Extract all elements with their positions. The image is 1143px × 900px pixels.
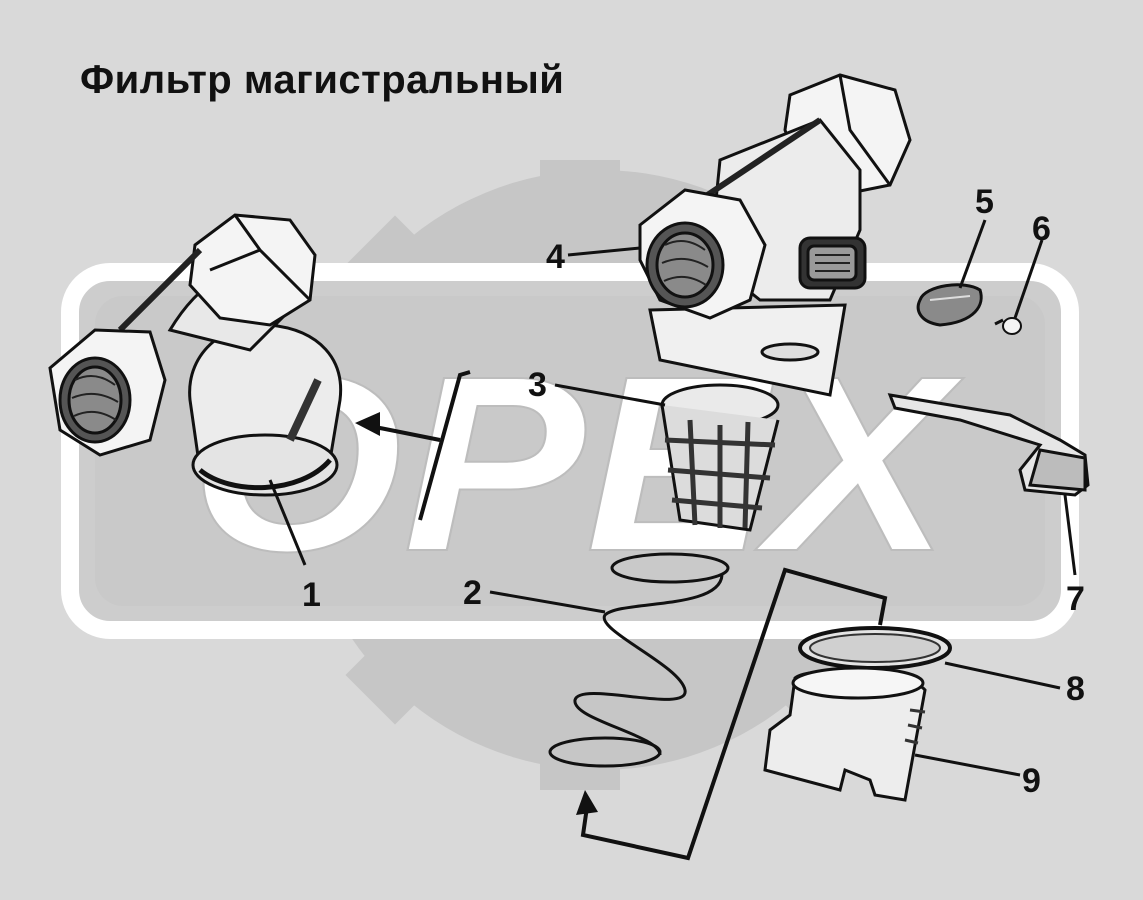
- leader-3: [554, 383, 666, 407]
- part-2-spring: [548, 552, 730, 768]
- flow-arrow-inlet: [355, 370, 471, 521]
- leader-8: [944, 661, 1061, 690]
- diagram-title: Фильтр магистральный: [80, 58, 565, 102]
- callout-8: 8: [1066, 670, 1085, 708]
- callout-4: 4: [546, 238, 565, 276]
- leader-5: [958, 219, 987, 289]
- callout-6: 6: [1032, 210, 1051, 248]
- leader-9: [914, 753, 1021, 777]
- flow-arrow-outlet: [576, 567, 888, 861]
- leader-1: [268, 479, 307, 566]
- part-4-upper-housing: [638, 73, 912, 397]
- leader-lines: [268, 219, 1077, 777]
- leader-2: [489, 590, 606, 614]
- part-7-drain-lever: [887, 393, 1090, 497]
- watermark-logo: OPEX: [61, 160, 1079, 790]
- part-1-lower-housing: [48, 213, 343, 497]
- part-8-sealing-ring: [798, 626, 952, 670]
- part-5-window-glass: [916, 283, 983, 327]
- leader-7: [1063, 494, 1077, 576]
- callout-9: 9: [1022, 762, 1041, 800]
- callout-3: 3: [528, 366, 547, 404]
- callout-5: 5: [975, 183, 994, 221]
- part-9-sediment-bowl: [763, 666, 927, 802]
- part-6-screw: [994, 317, 1022, 335]
- callout-1: 1: [302, 576, 321, 614]
- callout-2: 2: [463, 574, 482, 612]
- callout-7: 7: [1066, 580, 1085, 618]
- leader-6: [1013, 239, 1044, 319]
- leader-4: [567, 246, 641, 257]
- part-3-filter-element: [660, 383, 780, 532]
